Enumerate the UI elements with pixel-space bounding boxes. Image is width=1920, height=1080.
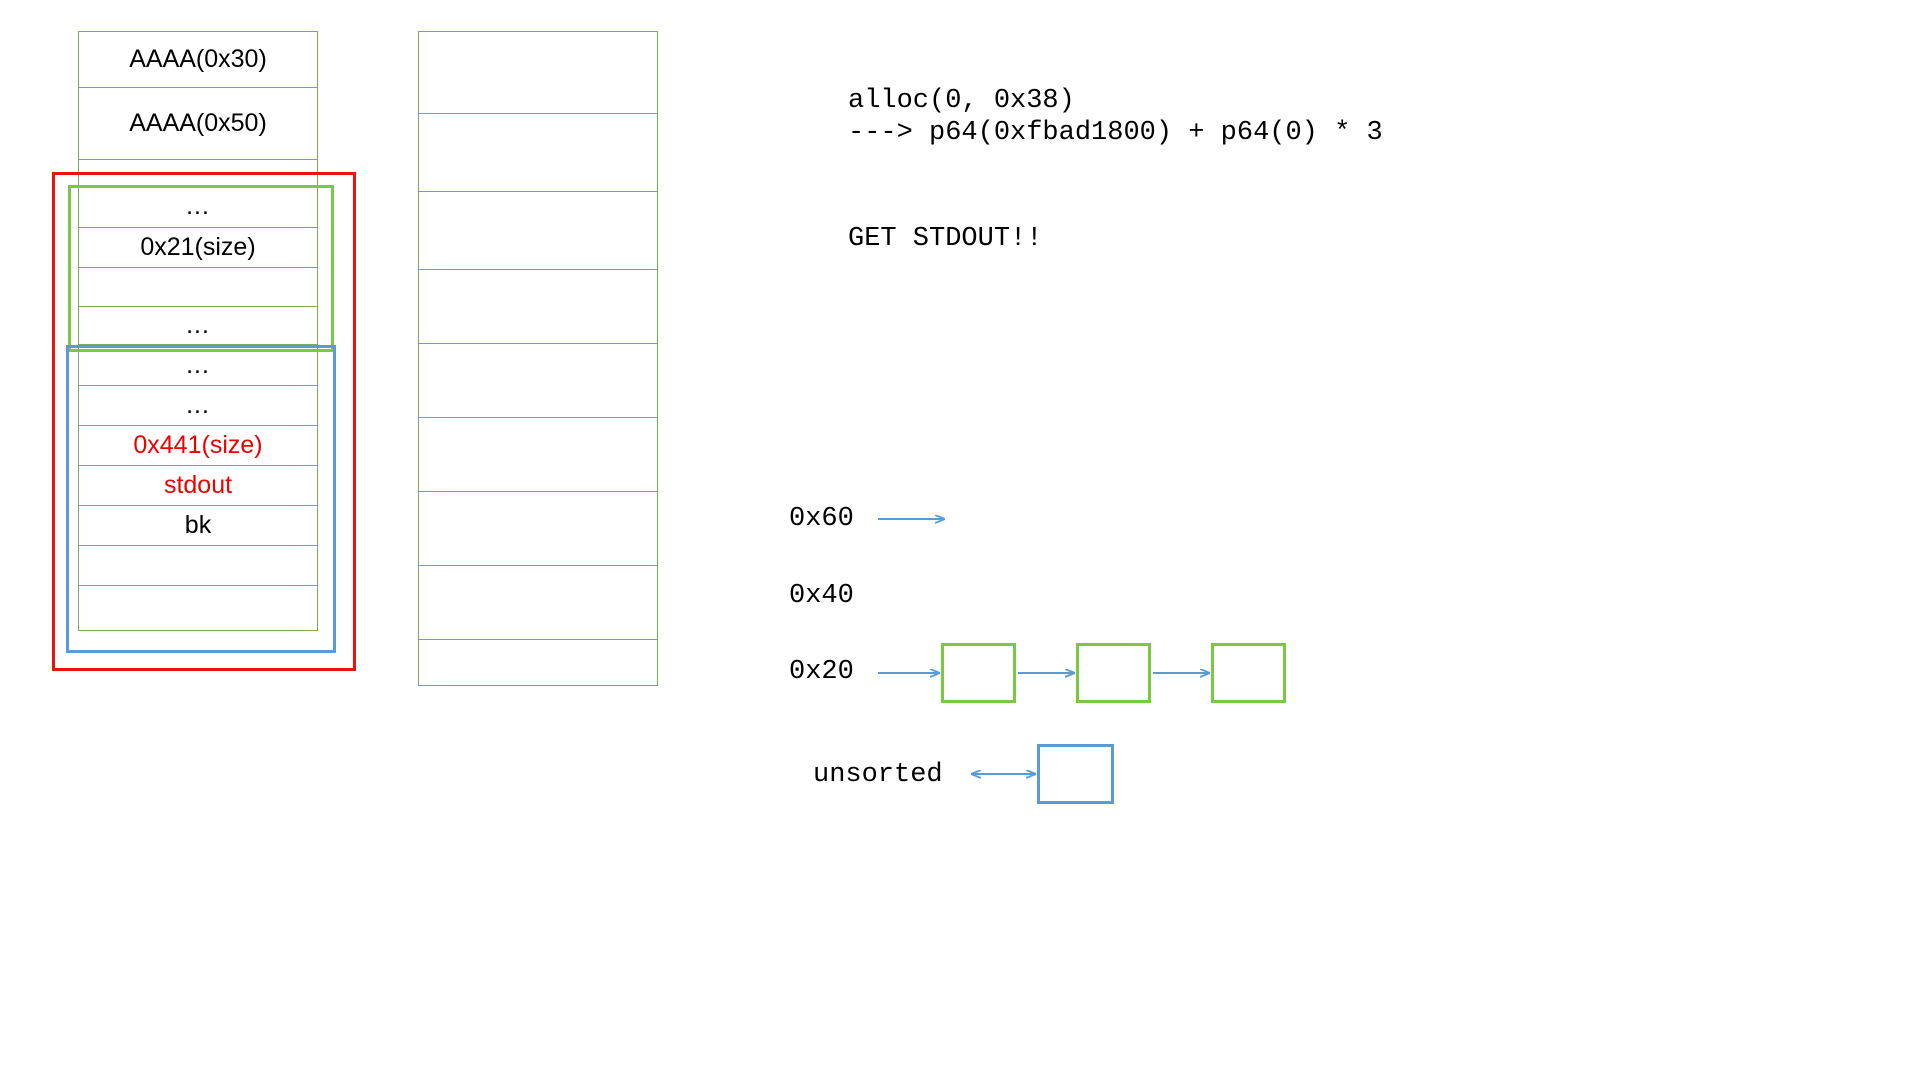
memory-cell xyxy=(418,269,658,343)
memory-cell: ... xyxy=(78,306,318,344)
alloc-code-line-2: ---> p64(0xfbad1800) + p64(0) * 3 xyxy=(848,118,1383,148)
memory-cell xyxy=(418,31,658,113)
memory-cell xyxy=(418,639,658,686)
unsorted-chunk-box xyxy=(1037,744,1114,804)
memory-cell-size: 0x441(size) xyxy=(78,425,318,465)
secondary-memory-column xyxy=(418,31,658,686)
memory-cell xyxy=(78,545,318,585)
bin-label-unsorted: unsorted xyxy=(813,760,943,790)
memory-cell xyxy=(418,113,658,191)
get-stdout-note: GET STDOUT!! xyxy=(848,224,1043,254)
memory-cell-stdout: stdout xyxy=(78,465,318,505)
bin-label-0x60: 0x60 xyxy=(789,504,854,534)
memory-cell: 0x21(size) xyxy=(78,227,318,267)
memory-cell xyxy=(418,191,658,269)
memory-cell: ... xyxy=(78,385,318,425)
memory-cell: ... xyxy=(78,185,318,227)
tcache-chunk-box xyxy=(941,643,1016,703)
memory-cell xyxy=(78,159,318,185)
heap-chunk-column: AAAA(0x30) AAAA(0x50) ... 0x21(size) ...… xyxy=(78,31,318,631)
alloc-code-line-1: alloc(0, 0x38) xyxy=(848,86,1075,116)
memory-cell: AAAA(0x30) xyxy=(78,31,318,87)
tcache-chunk-box xyxy=(1211,643,1286,703)
tcache-chunk-box xyxy=(1076,643,1151,703)
memory-cell: AAAA(0x50) xyxy=(78,87,318,159)
bin-label-0x40: 0x40 xyxy=(789,581,854,611)
memory-cell xyxy=(418,343,658,417)
memory-cell xyxy=(78,267,318,306)
memory-cell xyxy=(418,565,658,639)
memory-cell: ... xyxy=(78,344,318,385)
memory-cell xyxy=(418,417,658,491)
memory-cell-bk: bk xyxy=(78,505,318,545)
memory-cell xyxy=(418,491,658,565)
memory-cell xyxy=(78,585,318,631)
bin-label-0x20: 0x20 xyxy=(789,657,854,687)
